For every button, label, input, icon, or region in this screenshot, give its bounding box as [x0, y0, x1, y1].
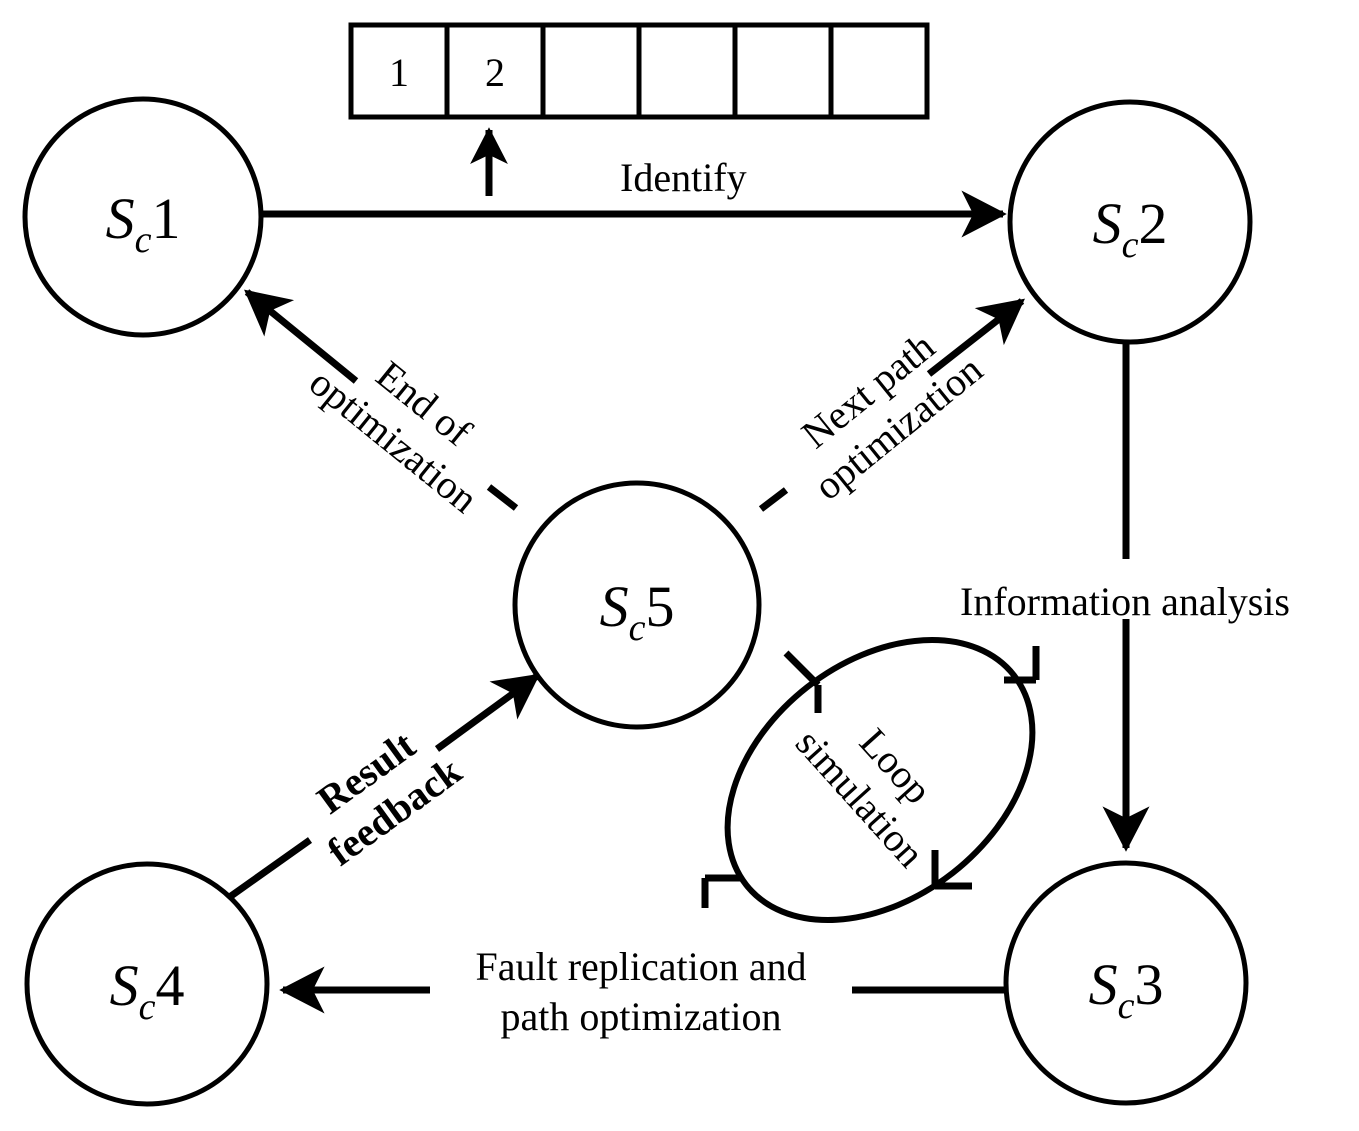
- node-sc4-index: 4: [155, 953, 184, 1018]
- node-sc3-subscript: c: [1118, 985, 1135, 1027]
- edge-label-next-path-group: Next path optimization: [793, 323, 991, 508]
- node-sc5-circle[interactable]: [512, 480, 762, 730]
- node-sc2-base: S: [1093, 191, 1122, 256]
- node-sc4[interactable]: Sc4: [24, 861, 270, 1107]
- edge-label-end-optimization-group: End of optimization: [301, 352, 486, 522]
- node-sc4-base: S: [110, 953, 139, 1018]
- node-sc1-subscript: c: [135, 219, 152, 261]
- loop-tick-top-right: [1004, 646, 1040, 684]
- node-sc5[interactable]: Sc5: [512, 480, 762, 730]
- node-sc5-base: S: [600, 574, 629, 639]
- edge-label-fault-replication-line1: Fault replication and: [475, 944, 806, 989]
- edge-end-optimization-line-end: [244, 289, 359, 384]
- node-sc3-base: S: [1089, 952, 1118, 1017]
- edge-label-identify: Identify: [620, 155, 747, 200]
- identification-table: 1 2: [348, 22, 930, 120]
- node-sc4-label: Sc4: [110, 953, 185, 1028]
- loop-tick-bottom-left: [701, 874, 741, 908]
- node-sc5-label: Sc5: [600, 574, 675, 649]
- node-sc1-index: 1: [151, 186, 180, 251]
- node-sc3-label: Sc3: [1089, 952, 1164, 1027]
- edge-result-feedback-line-start: [228, 837, 313, 899]
- node-sc3[interactable]: Sc3: [1003, 860, 1249, 1106]
- node-sc2[interactable]: Sc2: [1007, 99, 1253, 345]
- node-sc2-subscript: c: [1122, 224, 1139, 266]
- loop-tick-bottom-right: [931, 850, 972, 890]
- loop-simulation-label-group: Loop simulation: [787, 720, 941, 876]
- node-sc3-index: 3: [1134, 952, 1163, 1017]
- edge-label-result-feedback-group: Result feedback: [309, 722, 470, 875]
- node-sc3-circle[interactable]: [1003, 860, 1249, 1106]
- table-cell-2: 2: [485, 50, 505, 95]
- edge-end-optimization-line-start: [486, 484, 519, 511]
- node-sc2-label: Sc2: [1093, 191, 1168, 266]
- node-sc1[interactable]: Sc1: [22, 96, 264, 338]
- table-cell-1: 1: [389, 50, 409, 95]
- edge-next-path-line-end: [926, 298, 1025, 377]
- edge-label-fault-replication-line2: path optimization: [500, 994, 781, 1039]
- node-sc4-subscript: c: [139, 986, 156, 1028]
- node-sc5-subscript: c: [629, 607, 646, 649]
- loop-tick-top-left: [783, 650, 822, 713]
- node-sc1-circle[interactable]: [22, 96, 264, 338]
- edge-result-feedback-line-end: [434, 673, 541, 752]
- node-sc1-label: Sc1: [106, 186, 181, 261]
- node-sc2-circle[interactable]: [1007, 99, 1253, 345]
- node-sc2-index: 2: [1138, 191, 1167, 256]
- node-sc4-circle[interactable]: [24, 861, 270, 1107]
- edge-label-information-analysis: Information analysis: [960, 579, 1290, 624]
- edge-next-path-line-start: [758, 487, 789, 512]
- loop-simulation-ellipse: [724, 636, 1036, 924]
- node-sc1-base: S: [106, 186, 135, 251]
- node-sc5-index: 5: [645, 574, 674, 639]
